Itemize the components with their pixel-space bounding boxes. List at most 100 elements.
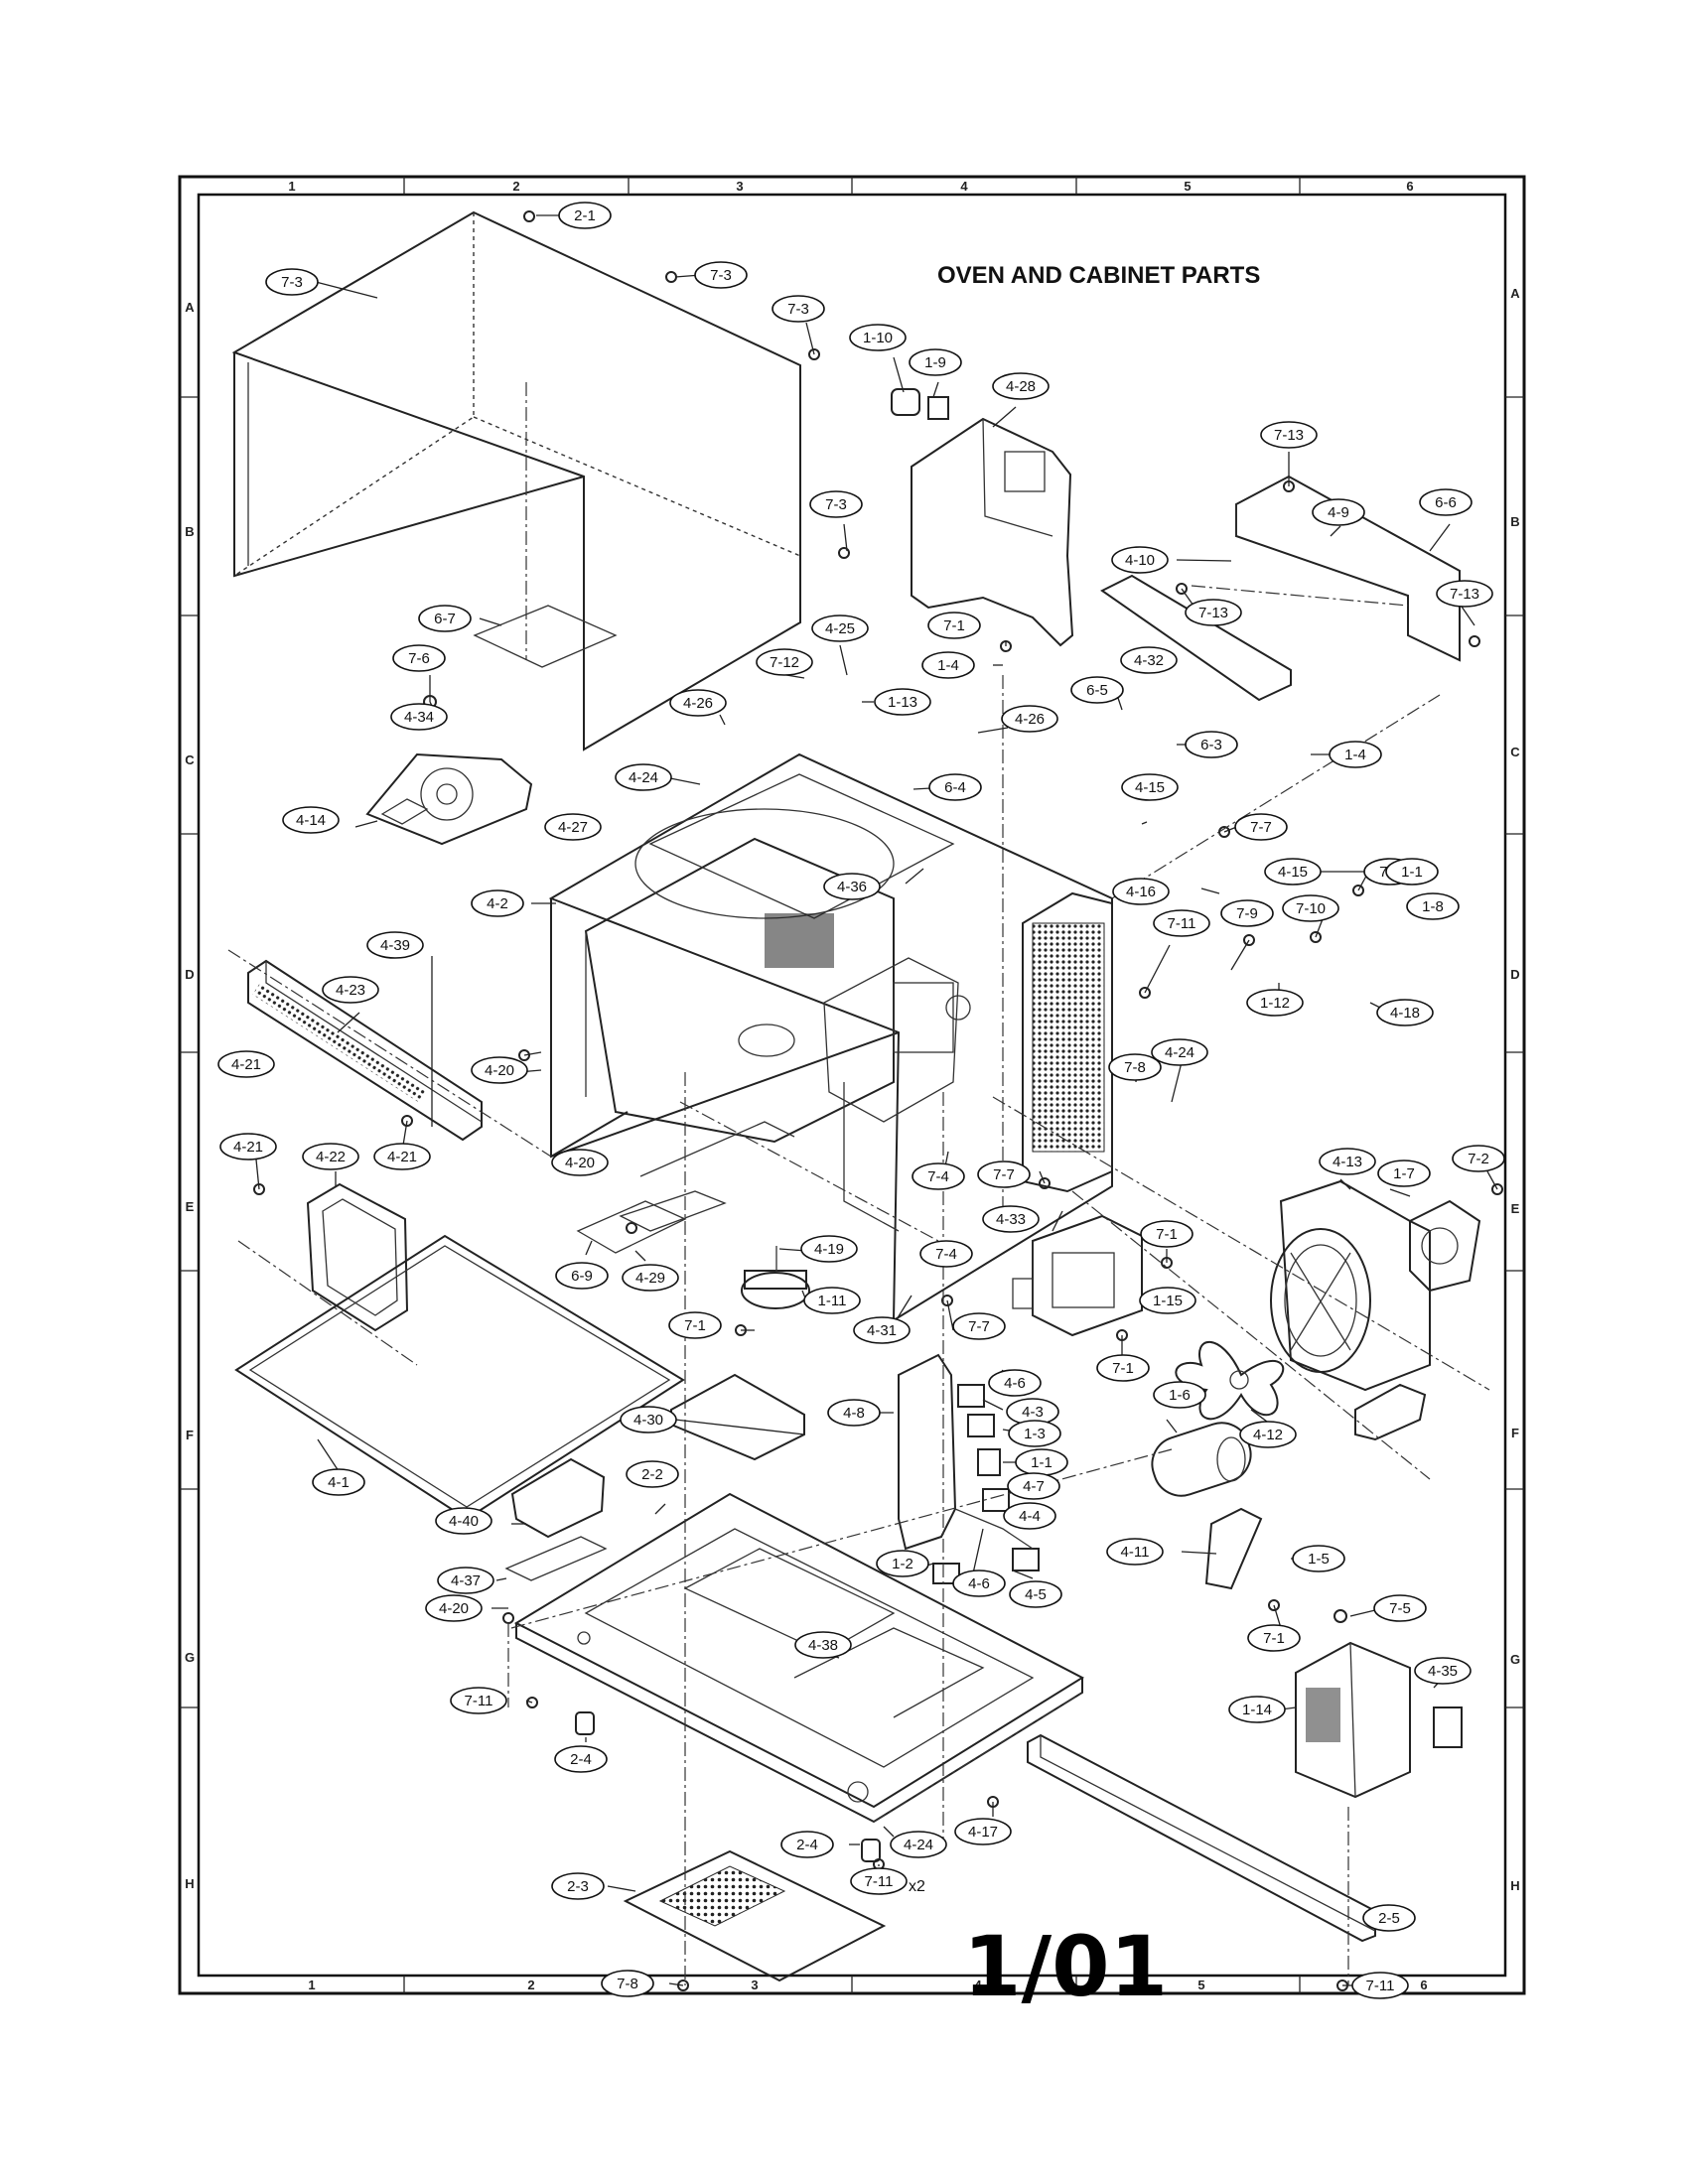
callout-bubble [390,703,448,731]
callout-4-18: 4-18 [1376,999,1434,1026]
callout-4-14: 4-14 [282,806,340,834]
callout-bubble [1007,1472,1060,1500]
callout-bubble [1008,1420,1061,1447]
callout-4-20: 4-20 [551,1149,609,1176]
callout-bubble [849,324,907,351]
callout-4-21: 4-21 [219,1133,277,1160]
callout-bubble [373,1143,431,1170]
grid-col-4-top: 4 [960,179,968,194]
callout-bubble [1120,646,1178,674]
callout-label: 7-3 [281,274,303,291]
callout-bubble [620,1406,677,1433]
callout-bubble [977,1160,1031,1188]
callout-label: 6-7 [434,611,456,627]
callout-bubble [551,1872,605,1900]
callout-label: 2-1 [574,207,596,224]
callout-7-3: 7-3 [809,490,863,518]
callout-7-7: 7-7 [977,1160,1031,1188]
callout-bubble [1436,580,1493,608]
callout-label: 4-19 [814,1241,844,1258]
grid-col-6-bottom: 6 [1420,1978,1427,1992]
callout-label: 4-21 [233,1139,263,1156]
callout-bubble [919,1240,973,1268]
callout-bubble [1153,1381,1206,1409]
callout-bubble [471,1056,528,1084]
grid-reference-labels: 1 2 3 4 5 6 1 2 3 4 5 6 A B C D E F G H … [185,179,1520,1992]
callout-4-21: 4-21 [217,1050,275,1078]
grid-row-e-left: E [186,1199,195,1214]
fan-motor [1409,1199,1481,1293]
callout-bubble [418,605,472,632]
callout-bubble [694,261,748,289]
callout-4-27: 4-27 [544,813,602,841]
callout-bubble [1292,1545,1345,1572]
callout-bubble [803,1287,861,1314]
callout-7-11: 7-11 [850,1867,908,1895]
callout-bubble [217,1050,275,1078]
callout-label: 4-24 [904,1837,933,1853]
magnetron [1012,1214,1143,1337]
callout-label: 4-38 [808,1637,838,1654]
callout-bubble [921,651,975,679]
callout-bubble [772,295,825,323]
grid-row-f-right: F [1511,1426,1519,1440]
callout-4-33: 4-33 [982,1205,1040,1233]
callout-label: 7-8 [1124,1059,1146,1076]
callout-label: 7-12 [770,654,799,671]
callout-label: 6-4 [944,779,966,796]
callout-label: 7-11 [1168,915,1196,932]
callout-4-17: 4-17 [954,1818,1012,1845]
callout-7-8: 7-8 [1108,1053,1162,1081]
callout-1-5: 1-5 [1292,1545,1345,1572]
callout-label: 4-24 [629,769,658,786]
callout-label: 4-20 [565,1155,595,1171]
callout-label: 4-35 [1428,1663,1458,1680]
callout-bubble [809,490,863,518]
parts-drawing [227,210,1503,1991]
callout-label: 7-3 [710,267,732,284]
callout-1-7: 1-7 [1377,1160,1431,1187]
callout-label: 6-3 [1200,737,1222,753]
callout-label: 7-3 [787,301,809,318]
callout-bubble [668,1311,722,1339]
grid-row-a-right: A [1510,286,1520,301]
callout-label: 1-1 [1031,1454,1052,1471]
callout-4-26: 4-26 [669,689,727,717]
callout-4-40: 4-40 [435,1507,492,1535]
callout-7-1: 7-1 [1096,1354,1150,1382]
callout-6-4: 6-4 [928,773,982,801]
callout-label: 4-26 [1015,711,1045,728]
callout-bubble [952,1312,1006,1340]
callout-bubble [1319,1148,1376,1175]
callout-4-38: 4-38 [794,1631,852,1659]
callout-bubble [811,614,869,642]
callout-bubble [1108,1053,1162,1081]
callout-label: 7-4 [935,1246,957,1263]
choke-frame [306,1182,409,1332]
callout-label: 1-14 [1242,1702,1272,1718]
grid-col-1-bottom: 1 [308,1978,315,1992]
callout-label: 7-1 [1263,1630,1285,1647]
callout-bubble [622,1264,679,1292]
callout-bubble [1153,909,1210,937]
callout-4-15: 4-15 [1264,858,1322,886]
callout-1-1: 1-1 [1385,858,1439,886]
callout-label: 7-8 [617,1976,638,1992]
callout-bubble [1096,1354,1150,1382]
callout-4-24: 4-24 [1151,1038,1208,1066]
callout-bubble [756,648,813,676]
callout-4-29: 4-29 [622,1264,679,1292]
callout-label: 1-13 [888,694,917,711]
callout-label: 7-7 [993,1166,1015,1183]
callout-7-7: 7-7 [1234,813,1288,841]
callout-1-10: 1-10 [849,324,907,351]
top-brackets [1100,475,1461,702]
callout-label: 4-3 [1022,1404,1044,1421]
sheet-frame [178,175,1526,1995]
callout-bubble [1185,599,1242,626]
callout-label: 2-4 [796,1837,818,1853]
callout-bubble [874,688,931,716]
callout-bubble [1377,1160,1431,1187]
callout-4-37: 4-37 [437,1567,494,1594]
callout-label: 4-26 [683,695,713,712]
